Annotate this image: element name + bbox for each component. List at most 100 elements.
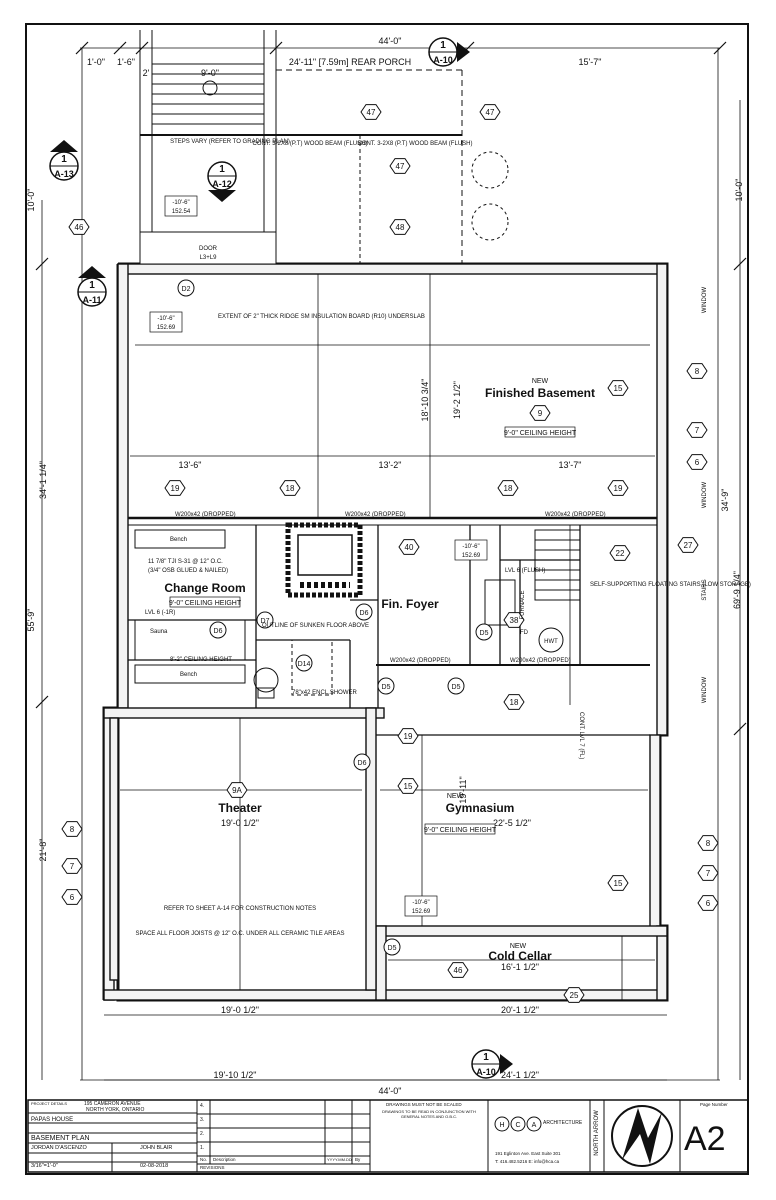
hex-tag: 18 xyxy=(503,694,525,710)
hex-tag-outline xyxy=(503,694,525,710)
dimension-text: 44'-0" 24'-11" [7.59m] REAR PORCH 1'-0" … xyxy=(26,36,744,1096)
hex-tag-outline xyxy=(397,728,419,744)
tb-project: PAPAS HOUSE xyxy=(31,1117,74,1123)
svg-text:1: 1 xyxy=(61,154,67,165)
note-beam-b: CONT. 3-2X8 (P.T) WOOD BEAM (FLUSH) xyxy=(358,141,473,147)
hex-tag-outline xyxy=(397,778,419,794)
hex-tag-outline xyxy=(479,104,501,120)
hex-tag-outline xyxy=(398,539,420,555)
note-cont-lvl: CONT. LVL 7 (FL) xyxy=(578,712,584,759)
hex-tag-label: 15 xyxy=(614,384,623,393)
section-marker-a13: 1 A-13 xyxy=(49,140,79,181)
note-window-a: WINDOW xyxy=(702,287,708,314)
hex-tag-outline xyxy=(686,422,708,438)
hex-tag-outline xyxy=(226,782,248,798)
door-tag-label: D5 xyxy=(388,945,397,952)
dim-top-left-a: 1'-0" xyxy=(87,57,105,67)
note-door-lintel: L3+L9 xyxy=(200,255,218,261)
floating-stairs xyxy=(484,529,581,653)
hex-tag-label: 7 xyxy=(70,862,75,871)
tb-scale: 3/16"=1'-0" xyxy=(31,1163,58,1169)
section-ref-label: A-12 xyxy=(212,179,232,189)
door-tag-circle xyxy=(353,753,371,771)
hex-tag-outline xyxy=(529,405,551,421)
door-tag: D6 xyxy=(355,603,373,621)
hex-tag-label: 9 xyxy=(538,409,543,418)
tb-date: 02-08-2018 xyxy=(140,1163,169,1169)
hex-tag-label: 46 xyxy=(454,966,463,975)
hex-tag: 9 xyxy=(529,405,551,421)
dim-right-total: 69'-9 1/4" xyxy=(732,571,742,609)
svg-text:1: 1 xyxy=(483,1052,489,1063)
note-hwt: HWT xyxy=(544,639,558,645)
hex-tag-label: 15 xyxy=(614,879,623,888)
hex-tag: 15 xyxy=(607,380,629,396)
tb-address-1: 195 CAMERON AVENUE xyxy=(84,1101,141,1107)
hex-tag-outline xyxy=(497,480,519,496)
dimension-lines xyxy=(41,47,741,1081)
tb-firm-address: 191 Eglinton Ave. East Suite 301 xyxy=(495,1151,561,1156)
dim-basement-height-b: 19'-2 1/2" xyxy=(452,381,462,419)
note-space: SPACE ALL FLOOR JOISTS @ 12" O.C. UNDER … xyxy=(136,931,345,937)
hex-tag: 27 xyxy=(677,537,699,553)
note-bench-b: Bench xyxy=(180,672,197,678)
tb-rev-no-label: No. xyxy=(200,1157,208,1162)
firm-logo: H C A xyxy=(494,1116,542,1132)
dim-basement-right: 13'-7" xyxy=(559,460,582,470)
dim-top-left-b: 1'-6" xyxy=(117,57,135,67)
change-ceiling: 9'-0" CEILING HEIGHT xyxy=(169,600,242,607)
fireplace xyxy=(285,522,363,598)
note-steps: STEPS VARY (REFER TO GRADING PLAN) xyxy=(170,139,290,145)
svg-text:1: 1 xyxy=(89,280,95,291)
hex-tag-label: 8 xyxy=(706,839,711,848)
hex-tag-label: 8 xyxy=(695,367,700,376)
note-window-c: WINDOW xyxy=(702,677,708,704)
note-stairs: SELF-SUPPORTING FLOATING STAIRS (LOW STO… xyxy=(590,582,751,588)
note-lvl-minus: LVL 6 (-1R) xyxy=(145,610,175,616)
hex-tag-outline xyxy=(563,987,585,1003)
hex-tag-label: 19 xyxy=(614,484,623,493)
door-tag: D6 xyxy=(353,753,371,771)
door-tag-circle xyxy=(475,623,493,641)
tb-firm: ARCHITECTURE xyxy=(543,1120,583,1126)
hex-tag-label: 15 xyxy=(404,782,413,791)
hex-tag: 19 xyxy=(164,480,186,496)
hex-tag: 38 xyxy=(503,612,525,628)
svg-text:C: C xyxy=(515,1122,520,1129)
hex-tag: 18 xyxy=(497,480,519,496)
hex-tag-outline xyxy=(686,363,708,379)
hex-tag-label: 9A xyxy=(232,786,242,795)
svg-text:1: 1 xyxy=(219,164,225,175)
hex-tag: 47 xyxy=(479,104,501,120)
note-lvl-flush: LVL 6 (FLUSH) xyxy=(505,568,545,574)
tb-address-2: NORTH YORK, ONTARIO xyxy=(86,1107,145,1113)
door-tag: D14 xyxy=(295,654,313,672)
sheet-border xyxy=(25,23,749,1175)
door-tag-label: D6 xyxy=(360,610,369,617)
hex-tag-outline xyxy=(389,219,411,235)
elevation-value: 152.69 xyxy=(462,553,481,559)
hex-tag: 6 xyxy=(686,454,708,470)
note-furnace: FURNACE xyxy=(520,590,526,619)
note-sauna: Sauna xyxy=(150,629,168,635)
dim-top-width: 44'-0" xyxy=(379,36,402,46)
room-label-basement: Finished Basement xyxy=(485,386,595,400)
dim-bottom-width: 44'-0" xyxy=(379,1086,402,1096)
hex-tag-label: 40 xyxy=(405,543,414,552)
title-block xyxy=(27,1099,749,1173)
hex-tag: 40 xyxy=(398,539,420,555)
hex-tag-outline xyxy=(677,537,699,553)
door-tag: D6 xyxy=(209,621,227,639)
dimension-ticks xyxy=(35,41,747,736)
door-tag-circle xyxy=(383,938,401,956)
tb-rev-no-3: 3. xyxy=(200,1117,205,1123)
elevation-value: 152.69 xyxy=(157,325,176,331)
note-insulation: EXTENT OF 2" THICK RIDGE SM INSULATION B… xyxy=(218,314,425,320)
hex-tag-outline xyxy=(61,858,83,874)
north-arrow-icon xyxy=(611,1105,673,1167)
dim-bottom-a: 19'-10 1/2" xyxy=(214,1070,257,1080)
hex-tag-label: 8 xyxy=(70,825,75,834)
note-refer: REFER TO SHEET A-14 FOR CONSTRUCTION NOT… xyxy=(164,906,316,912)
